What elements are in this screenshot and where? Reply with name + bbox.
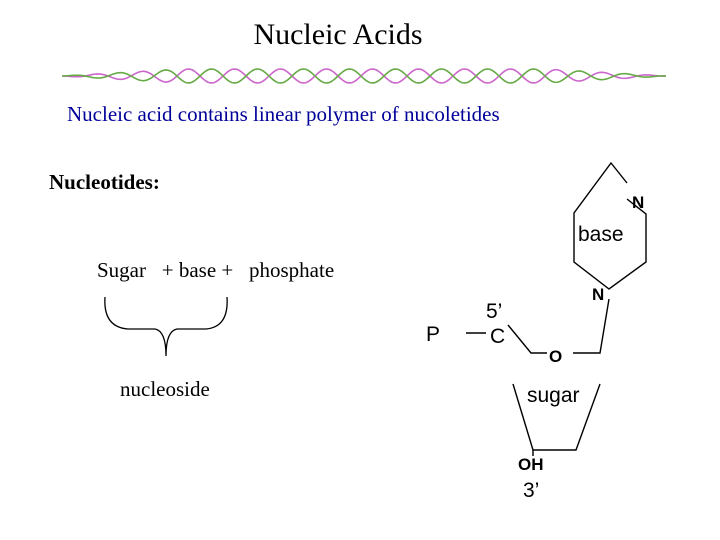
subtitle: Nucleic acid contains linear polymer of …: [67, 102, 500, 126]
helix-strand: [61, 68, 667, 84]
nucleotide-formula: Sugar + base + phosphate: [97, 258, 335, 282]
ring-oxygen-label: O: [549, 347, 562, 366]
base-ring: [573, 161, 647, 290]
carbon-label: C: [490, 325, 505, 348]
nucleotides-heading: Nucleotides:: [49, 170, 160, 194]
carbon-3-prime-label: 3’: [523, 479, 539, 502]
nucleoside-brace: [104, 296, 228, 357]
base-label: base: [578, 223, 624, 246]
hydroxyl-label: OH: [518, 455, 544, 474]
nucleoside-label: nucleoside: [120, 377, 210, 401]
phosphate-label: P: [426, 323, 440, 346]
page-title: Nucleic Acids: [253, 18, 423, 51]
base-nitrogen-top: N: [632, 193, 644, 212]
carbon-5-prime-label: 5’: [486, 300, 502, 323]
sugar-ring-right: [573, 298, 610, 354]
helix-strand: [61, 68, 667, 84]
glycosidic-nitrogen: N: [592, 285, 604, 304]
sugar-label: sugar: [527, 384, 580, 407]
sugar-ring: [507, 324, 547, 354]
sugar-ring-bottom: [512, 383, 601, 451]
